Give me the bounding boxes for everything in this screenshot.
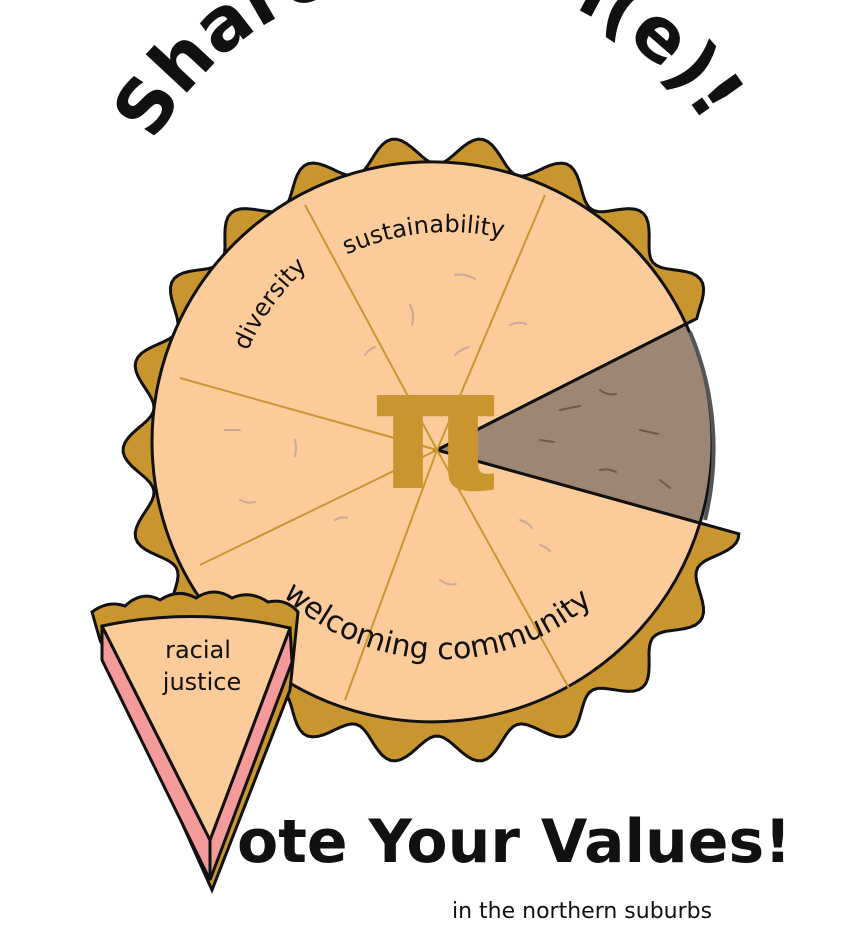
pie-filling [150, 160, 702, 724]
crumb-marks-dark [539, 389, 671, 489]
slice-top [99, 615, 293, 844]
subline: in the northern suburbs [452, 899, 712, 924]
pi-symbol: π [370, 331, 504, 529]
slice-dividers [179, 194, 571, 701]
missing-slice-rim [688, 331, 716, 521]
slice-piece-line1: racial [165, 636, 231, 664]
tagline: ote Your Values! [237, 807, 792, 877]
crumb-marks [224, 273, 551, 586]
pie-slice-piece [90, 590, 300, 894]
headline: Share the Pi(e)! [96, 0, 760, 152]
slice-piece-line2: justice [162, 668, 241, 696]
